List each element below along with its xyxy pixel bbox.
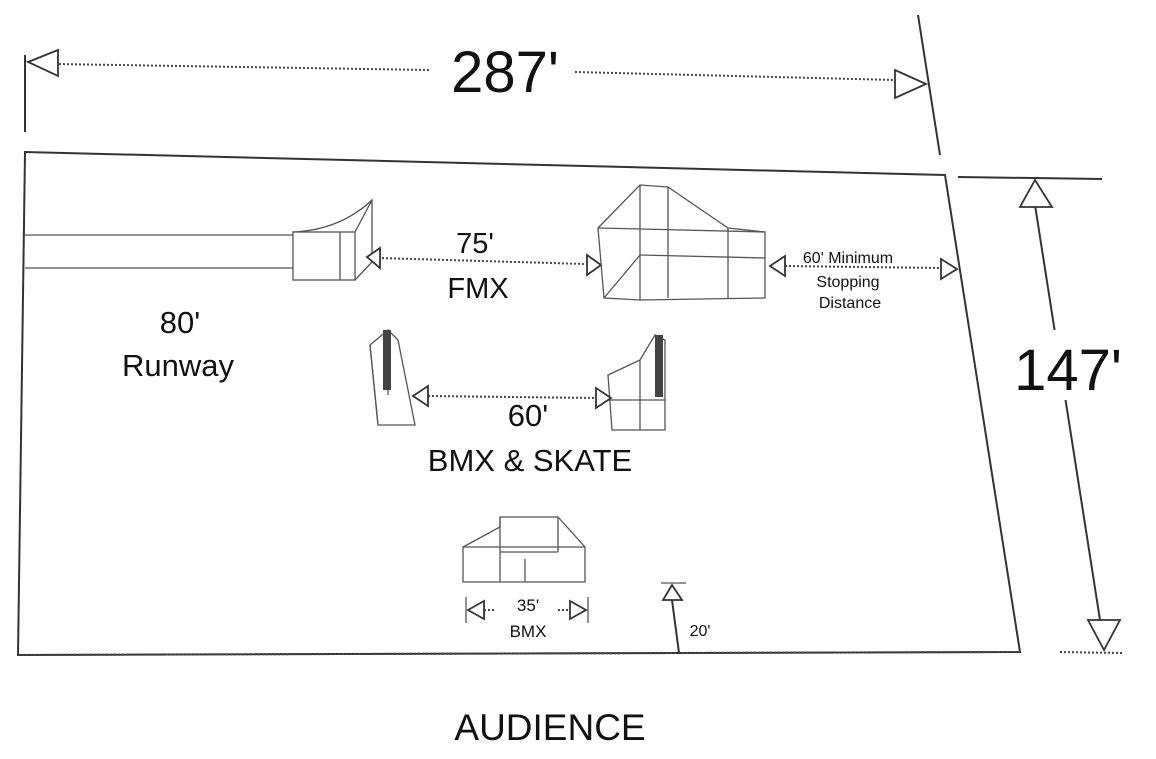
height-dimension: 147': [957, 176, 1123, 654]
fmx-distance: 75': [456, 228, 494, 260]
width-label: 287': [451, 40, 559, 105]
stopping-line2: Stopping: [816, 274, 879, 291]
runway-distance: 80': [160, 305, 200, 340]
runway-label: Runway: [122, 348, 234, 383]
audience-label: AUDIENCE: [454, 707, 645, 748]
field-boundary: [16, 150, 1022, 657]
fmx-label: FMX: [447, 273, 508, 305]
bmx-distance: 35': [517, 596, 539, 615]
bmx-skate-right-ramp: [607, 334, 666, 431]
bmx-ramp: [462, 516, 586, 583]
fmx-landing-ramp: [597, 184, 766, 301]
audience-gap-label: 20': [690, 623, 711, 640]
bmx-skate-distance: 60': [508, 398, 548, 433]
fmx-takeoff-ramp: [292, 198, 373, 281]
bmx-skate-left-ramp: [369, 329, 416, 426]
width-dimension: 287': [24, 14, 941, 156]
runway: 80' Runway: [25, 234, 293, 383]
bmx-skate-label: BMX & SKATE: [428, 443, 632, 478]
stopping-line1: 60' Minimum: [803, 250, 893, 267]
height-label: 147': [1014, 338, 1122, 403]
bmx-label: BMX: [510, 622, 547, 641]
audience-gap-dimension: 20': [661, 582, 711, 654]
stopping-distance: 60' Minimum Stopping Distance: [768, 250, 959, 312]
stopping-line3: Distance: [819, 295, 881, 312]
